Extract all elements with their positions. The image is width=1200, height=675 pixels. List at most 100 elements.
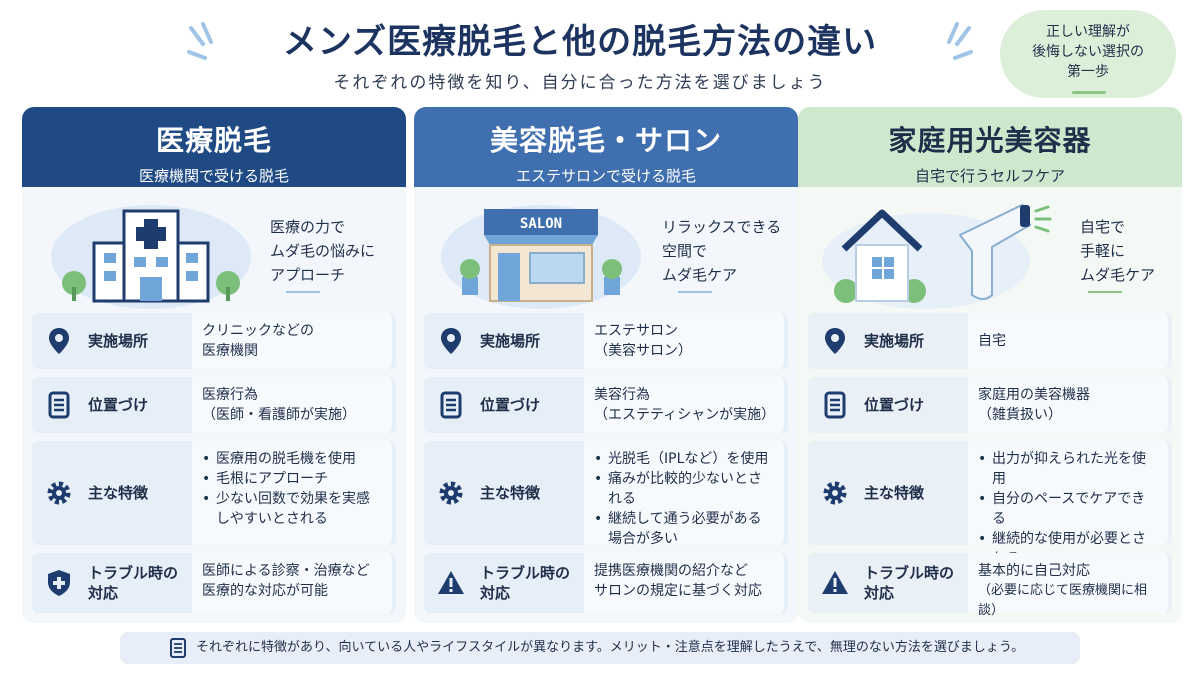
value-line: （エステティシャンが実施） (594, 407, 776, 423)
row-trouble: トラブル時の 対応 基本的に自己対応 （必要に応じて医療機関に相談） (808, 553, 1172, 618)
hero-line: 医療の力で (270, 218, 346, 236)
hero-line: ムダ毛ケア (1080, 266, 1156, 284)
row-label: 主な特徴 (88, 484, 149, 502)
map-pin-icon (441, 328, 461, 354)
row-value: 自宅 (968, 313, 1168, 369)
badge-underline (1072, 91, 1106, 94)
label-line: 対応 (480, 584, 511, 602)
value-line: エステサロン (594, 323, 678, 339)
hero: SALON リラックスできる 空間で ムダ毛ケア (414, 187, 798, 311)
header: メンズ医療脱毛と他の脱毛方法の違い それぞれの特徴を知り、自分に合った方法を選び… (0, 0, 1200, 100)
home-device-illustration (822, 203, 1052, 309)
value-line: 医療機関 (202, 343, 258, 359)
hero-underline (678, 291, 712, 293)
row-label: トラブル時の 対応 (88, 563, 178, 603)
row-value: 家庭用の美容機器 （雑貨扱い） (968, 377, 1168, 433)
row-label: 位置づけ (480, 396, 541, 414)
label-line: トラブル時の (864, 564, 955, 582)
document-icon (48, 391, 70, 419)
column-header: 美容脱毛・サロン エステサロンで受ける脱毛 (414, 107, 798, 187)
footer-note: それぞれに特徴があり、向いている人やライフスタイルが異なります。メリット・注意点… (120, 632, 1080, 664)
column-title: 美容脱毛・サロン (489, 124, 722, 157)
column-title: 家庭用光美容器 (888, 124, 1092, 157)
label-line: トラブル時の (88, 564, 179, 582)
label-line: 対応 (864, 584, 895, 602)
row-position: 位置づけ 医療行為 （医師・看護師が実施） (32, 377, 396, 433)
row-trouble: トラブル時の 対応 提携医療機関の紹介など サロンの規定に基づく対応 (424, 553, 788, 613)
page-subtitle: それぞれの特徴を知り、自分に合った方法を選びましょう (333, 73, 827, 93)
label-line: 対応 (88, 584, 119, 602)
feature-item: 出力が抑えられた光を使用 (978, 449, 1158, 489)
row-value: 美容行為 （エステティシャンが実施） (584, 377, 784, 433)
row-location: 実施場所 自宅 (808, 313, 1172, 369)
hero-underline (1088, 291, 1122, 293)
sparkle-left-icon (187, 22, 213, 60)
hero-text: 医療の力で ムダ毛の悩みに アプローチ (270, 215, 400, 287)
row-value: 医療行為 （医師・看護師が実施） (192, 377, 392, 433)
feature-item: 光脱毛（IPLなど）を使用 (594, 449, 774, 469)
value-line: クリニックなどの (202, 323, 314, 339)
column-header: 医療脱毛 医療機関で受ける脱毛 (22, 107, 406, 187)
feature-item: 自分のペースでケアできる (978, 489, 1158, 529)
shield-plus-icon (48, 570, 70, 596)
column-body: 自宅で 手軽に ムダ毛ケア 実施場所 自宅 位置づけ 家庭用の美容機器 （雑貨扱… (798, 187, 1182, 623)
hero: 自宅で 手軽に ムダ毛ケア (798, 187, 1182, 311)
badge-line: 後悔しない選択の (1032, 44, 1144, 60)
hero-line: ムダ毛の悩みに (270, 242, 376, 260)
warning-icon (438, 571, 464, 594)
value-line: （必要に応じて医療機関に相談） (978, 583, 1148, 618)
hero-underline (286, 291, 320, 293)
value-line: 自宅 (978, 333, 1006, 349)
feature-item: 毛根にアプローチ (202, 469, 382, 489)
hero-line: 空間で (662, 242, 708, 260)
row-features: 主な特徴 医療用の脱毛機を使用 毛根にアプローチ 少ない回数で効果を実感しやすい… (32, 441, 396, 545)
column-medical: 医療脱毛 医療機関で受ける脱毛 (22, 107, 406, 623)
hero-line: アプローチ (270, 266, 346, 284)
value-line: 提携医療機関の紹介など (594, 563, 748, 579)
row-location: 実施場所 エステサロン （美容サロン） (424, 313, 788, 369)
row-label: 実施場所 (480, 332, 541, 350)
hero-line: 手軽に (1080, 242, 1126, 260)
column-home-device: 家庭用光美容器 自宅で行うセルフケア 自宅で 手軽に (798, 107, 1182, 623)
badge-line: 第一歩 (1067, 64, 1109, 80)
row-value: 光脱毛（IPLなど）を使用 痛みが比較的少ないとされる 継続して通う必要がある場… (584, 441, 784, 547)
row-features: 主な特徴 光脱毛（IPLなど）を使用 痛みが比較的少ないとされる 継続して通う必… (424, 441, 788, 547)
row-label: 主な特徴 (480, 484, 541, 502)
badge-line: 正しい理解が (1046, 24, 1130, 40)
row-label: 位置づけ (864, 396, 925, 414)
feature-item: 少ない回数で効果を実感しやすいとされる (202, 489, 382, 529)
row-position: 位置づけ 美容行為 （エステティシャンが実施） (424, 377, 788, 433)
footer-text: それぞれに特徴があり、向いている人やライフスタイルが異なります。メリット・注意点… (196, 640, 1025, 655)
value-line: 医療的な対応が可能 (202, 583, 328, 599)
row-label: 主な特徴 (864, 484, 925, 502)
column-header: 家庭用光美容器 自宅で行うセルフケア (798, 107, 1182, 187)
value-line: 医療行為 (202, 387, 258, 403)
row-features: 主な特徴 出力が抑えられた光を使用 自分のペースでケアできる 継続的な使用が必要… (808, 441, 1172, 567)
feature-item: 痛みが比較的少ないとされる (594, 469, 774, 509)
value-line: （医師・看護師が実施） (202, 407, 356, 423)
value-line: （雑貨扱い） (978, 407, 1062, 423)
document-icon (440, 391, 462, 419)
row-value: 医師による診察・治療など 医療的な対応が可能 (192, 553, 392, 613)
gear-icon (823, 481, 847, 505)
column-salon: 美容脱毛・サロン エステサロンで受ける脱毛 SALON リラックスできる 空間で… (414, 107, 798, 623)
gear-icon (47, 481, 71, 505)
column-subtitle: 自宅で行うセルフケア (914, 167, 1065, 185)
map-pin-icon (825, 328, 845, 354)
hero-text: 自宅で 手軽に ムダ毛ケア (1080, 215, 1180, 287)
warning-icon (822, 571, 848, 594)
document-icon (824, 391, 846, 419)
hospital-illustration (51, 205, 251, 309)
column-title: 医療脱毛 (155, 124, 272, 157)
hero-text: リラックスできる 空間で ムダ毛ケア (662, 215, 792, 287)
row-trouble: トラブル時の 対応 医師による診察・治療など 医療的な対応が可能 (32, 553, 396, 613)
row-label: 実施場所 (864, 332, 925, 350)
column-body: SALON リラックスできる 空間で ムダ毛ケア 実施場所 エステサロン （美容… (414, 187, 798, 623)
row-value: 提携医療機関の紹介など サロンの規定に基づく対応 (584, 553, 784, 613)
column-subtitle: 医療機関で受ける脱毛 (138, 167, 289, 185)
hero: 医療の力で ムダ毛の悩みに アプローチ (22, 187, 406, 311)
row-value: クリニックなどの 医療機関 (192, 313, 392, 369)
hero-line: ムダ毛ケア (662, 266, 738, 284)
value-line: 医師による診察・治療など (202, 563, 370, 579)
row-label: トラブル時の 対応 (864, 563, 954, 603)
